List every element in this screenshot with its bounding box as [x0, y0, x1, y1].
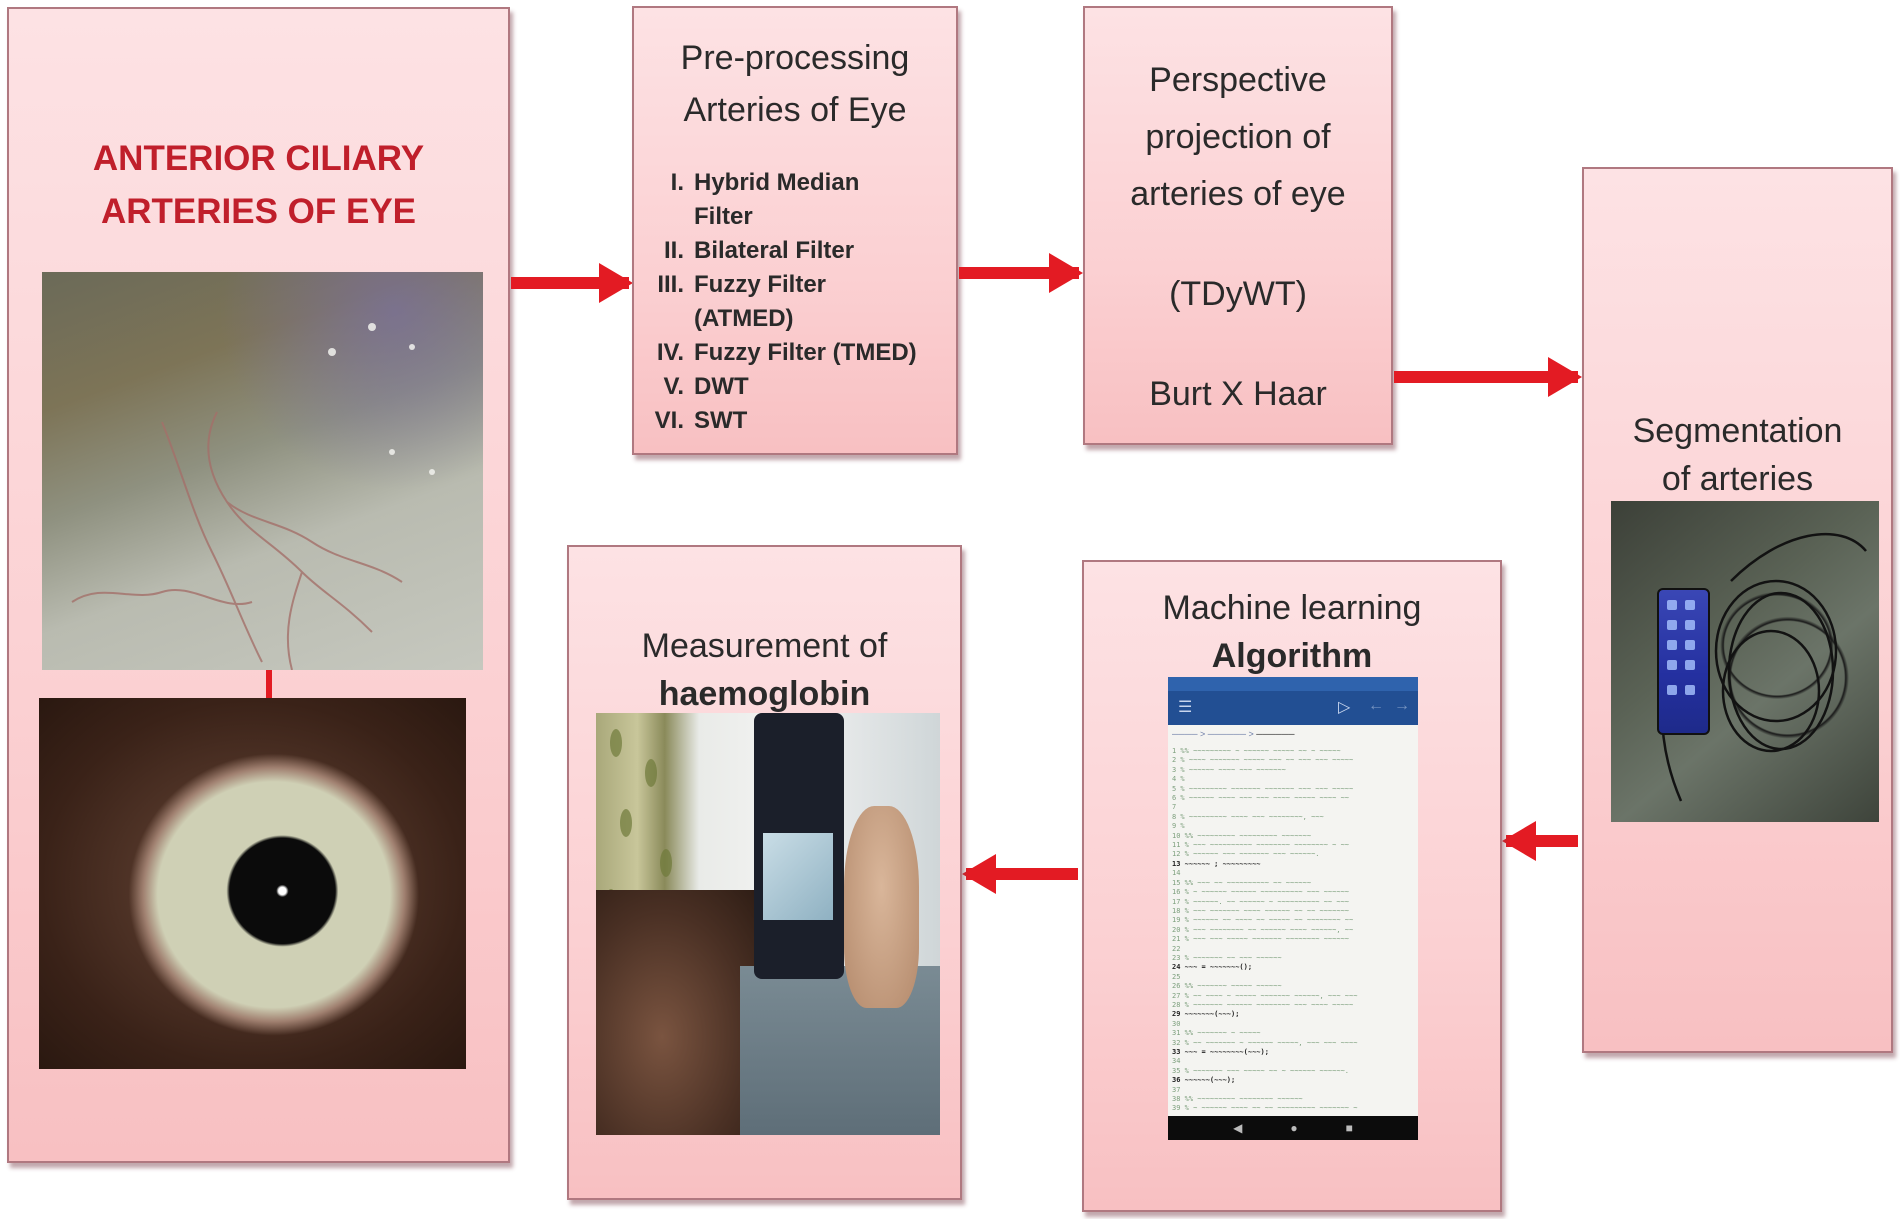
node-title-line1: Pre-processing	[680, 39, 910, 77]
undo-icon: ←	[1368, 697, 1384, 714]
run-icon: ▷	[1338, 699, 1351, 716]
android-nav-bar: ◀ ● ■	[1168, 1116, 1418, 1140]
node-measurement-haemoglobin: Measurement of haemoglobin	[567, 545, 962, 1200]
filter-item: V.DWT	[663, 373, 749, 400]
node-segmentation: Segmentation of arteries	[1582, 167, 1893, 1053]
smartphone	[1656, 587, 1711, 736]
person-holding-phone-to-eye-photo	[596, 713, 940, 1135]
filter-list: I.Hybrid Median Filter II.Bilateral Filt…	[646, 166, 917, 438]
node-text-line1: Measurement of	[641, 627, 888, 665]
back-icon: ◀	[1233, 1121, 1243, 1135]
sclera-vessels-photo	[42, 272, 483, 670]
eye-closeup-photo	[39, 698, 466, 1069]
node-perspective-projection: Perspective projection of arteries of ey…	[1083, 6, 1393, 445]
node-text-line1: Perspective	[1149, 61, 1327, 99]
arrow-anterior-to-preprocessing	[511, 263, 633, 303]
filter-item: III.Fuzzy Filter	[657, 271, 827, 298]
filter-item: II.Bilateral Filter	[663, 237, 855, 264]
node-text-line3: arteries of eye	[1130, 175, 1346, 213]
node-anterior-ciliary-arteries: ANTERIOR CILIARY ARTERIES OF EYE	[7, 7, 510, 1163]
smartphone	[754, 713, 844, 979]
status-bar	[1168, 677, 1418, 691]
node-text-line1: Machine learning	[1162, 589, 1422, 627]
arrow-perspective-to-segmentation	[1394, 357, 1582, 397]
node-text-line4: (TDyWT)	[1169, 275, 1307, 313]
node-machine-learning: Machine learning Algorithm ☰ ▷ ← → ──── …	[1082, 560, 1502, 1212]
breadcrumb: ──── > ────── > ──────	[1172, 729, 1295, 739]
app-toolbar: ☰ ▷ ← →	[1168, 691, 1418, 725]
hand	[843, 805, 920, 1009]
recents-icon: ■	[1345, 1121, 1353, 1135]
node-text-line1: Segmentation	[1632, 412, 1843, 450]
home-icon: ●	[1290, 1121, 1298, 1135]
phone-screen	[763, 832, 833, 921]
filter-item-cont: (ATMED)	[694, 305, 794, 332]
arrow-ml-to-measurement	[962, 854, 1078, 894]
arrow-segmentation-to-ml	[1502, 821, 1578, 861]
node-title-line2: Arteries of Eye	[683, 91, 907, 129]
node-text-line5: Burt X Haar	[1149, 375, 1327, 413]
filter-item: VI.SWT	[654, 407, 748, 434]
person-face	[596, 890, 762, 1135]
node-title-line2: ARTERIES OF EYE	[100, 192, 417, 231]
endoscope-camera-with-phone-photo	[1611, 501, 1879, 822]
redo-icon: →	[1394, 697, 1410, 714]
node-text-line2: of arteries	[1661, 460, 1814, 498]
code-editor-phone-screenshot: ☰ ▷ ← → ──── > ────── > ────── 1 %% ~~~~…	[1168, 677, 1418, 1140]
code-text: 1 %% ~~~~~~~~~ ~ ~~~~~~ ~~~~~ ~~ ~ ~~~~~…	[1172, 747, 1358, 1112]
arrow-preprocessing-to-perspective	[959, 253, 1083, 293]
node-text-line2: haemoglobin	[658, 675, 871, 713]
menu-icon: ☰	[1178, 699, 1193, 716]
node-preprocessing: Pre-processing Arteries of Eye I.Hybrid …	[632, 6, 958, 455]
filter-item-cont: Filter	[694, 203, 753, 230]
node-title-line1: ANTERIOR CILIARY	[92, 139, 425, 178]
node-text-line2: Algorithm	[1211, 637, 1373, 675]
node-text-line2: projection of	[1145, 118, 1331, 156]
filter-item: IV.Fuzzy Filter (TMED)	[656, 339, 917, 366]
filter-item: I.Hybrid Median	[670, 169, 860, 196]
